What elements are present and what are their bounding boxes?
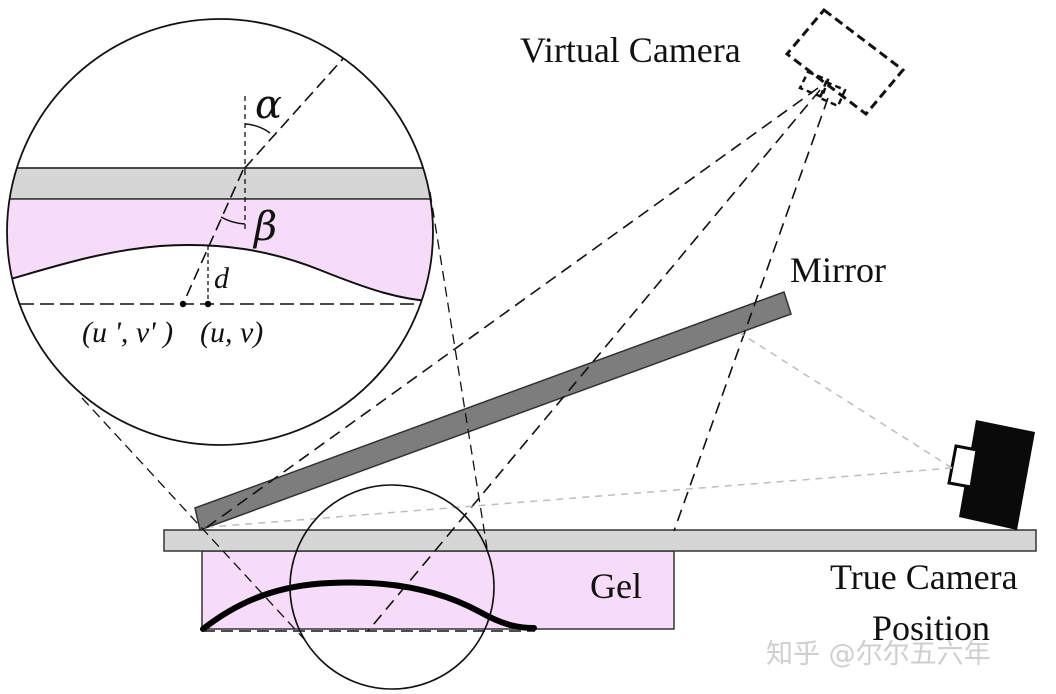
true-camera-icon — [947, 420, 1035, 530]
point-uv-prime — [179, 300, 187, 308]
d-label: d — [214, 262, 230, 295]
virtual-camera-icon — [784, 7, 906, 117]
mirror-label: Mirror — [790, 250, 886, 290]
virtual-camera-rays — [202, 87, 829, 632]
zoom-gel-surface — [7, 244, 433, 303]
beta-arc — [220, 216, 246, 225]
virtual-camera-label: Virtual Camera — [520, 30, 741, 70]
position-label: Position — [872, 608, 990, 648]
watermark: 知乎 @尔尔五六年 — [766, 639, 991, 670]
zoom-inset — [6, 18, 434, 446]
alpha-label: α — [255, 82, 282, 128]
zoom-glass-layer — [7, 167, 433, 200]
uv-label: (u, v) — [200, 316, 263, 349]
mirror — [194, 291, 792, 531]
glass-plate — [163, 529, 1037, 552]
magnifier-small-circle — [289, 484, 495, 690]
zoom-refracted-ray — [182, 169, 244, 305]
zoom-connector-lines — [81, 191, 488, 641]
true-camera-label: True Camera — [830, 557, 1018, 597]
point-uv — [204, 300, 212, 308]
gel-label: Gel — [590, 566, 642, 606]
uv-prime-label: (u ', v' ) — [82, 316, 173, 349]
zoom-incident-ray — [242, 51, 350, 171]
true-camera-rays — [209, 332, 953, 528]
gel-surface-curve — [200, 579, 537, 632]
zoom-gel-layer — [7, 199, 433, 302]
alpha-arc — [244, 123, 271, 134]
beta-label: β — [252, 204, 277, 250]
